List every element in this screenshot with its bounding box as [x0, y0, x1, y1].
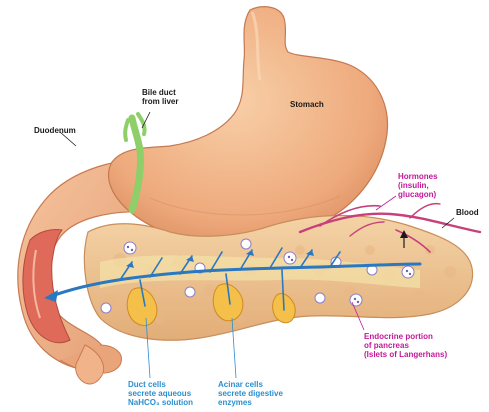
label-hormones: Hormones (insulin, glucagon)	[398, 172, 438, 199]
stomach	[109, 7, 388, 244]
label-duct-cells: Duct cells secrete aqueous NaHCO₃ soluti…	[128, 380, 193, 407]
label-stomach: Stomach	[290, 100, 324, 109]
label-bile-duct: Bile duct from liver	[142, 88, 178, 106]
label-duodenum: Duodenum	[34, 126, 76, 135]
label-endocrine: Endocrine portion of pancreas (Islets of…	[364, 332, 447, 359]
label-blood: Blood	[456, 208, 479, 217]
label-acinar-cells: Acinar cells secrete digestive enzymes	[218, 380, 283, 407]
